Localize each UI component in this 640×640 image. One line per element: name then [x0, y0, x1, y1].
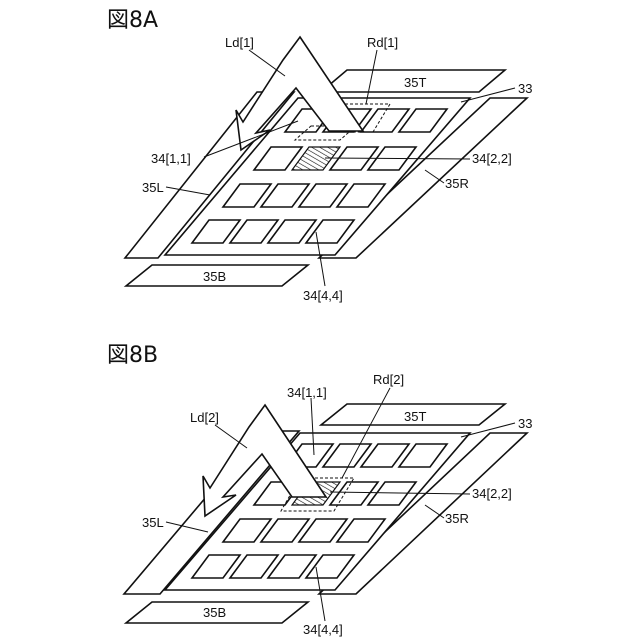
label-35t: 35T: [404, 75, 426, 90]
label-34-4-4: 34[4,4]: [303, 288, 343, 303]
label-35l: 35L: [142, 180, 164, 195]
label-rd1: Rd[1]: [367, 35, 398, 50]
label-34-2-2: 34[2,2]: [472, 151, 512, 166]
label-35r: 35R: [445, 511, 469, 526]
label-34-4-4: 34[4,4]: [303, 622, 343, 637]
label-35b: 35B: [203, 269, 226, 284]
label-35b: 35B: [203, 605, 226, 620]
figure-8b: 図8B: [107, 343, 532, 637]
label-35t: 35T: [404, 409, 426, 424]
label-33: 33: [518, 416, 532, 431]
label-34-2-2: 34[2,2]: [472, 486, 512, 501]
label-ld1: Ld[1]: [225, 35, 254, 50]
label-35r: 35R: [445, 176, 469, 191]
label-ld2: Ld[2]: [190, 410, 219, 425]
label-34-1-1: 34[1,1]: [287, 385, 327, 400]
figure-8a-title: 図8A: [107, 8, 158, 33]
figure-8a: 図8A: [107, 8, 532, 303]
leader-ld1: [249, 50, 285, 76]
label-33: 33: [518, 81, 532, 96]
label-rd2: Rd[2]: [373, 372, 404, 387]
label-34-1-1: 34[1,1]: [151, 151, 191, 166]
label-35l: 35L: [142, 515, 164, 530]
figure-8b-title: 図8B: [107, 343, 158, 368]
